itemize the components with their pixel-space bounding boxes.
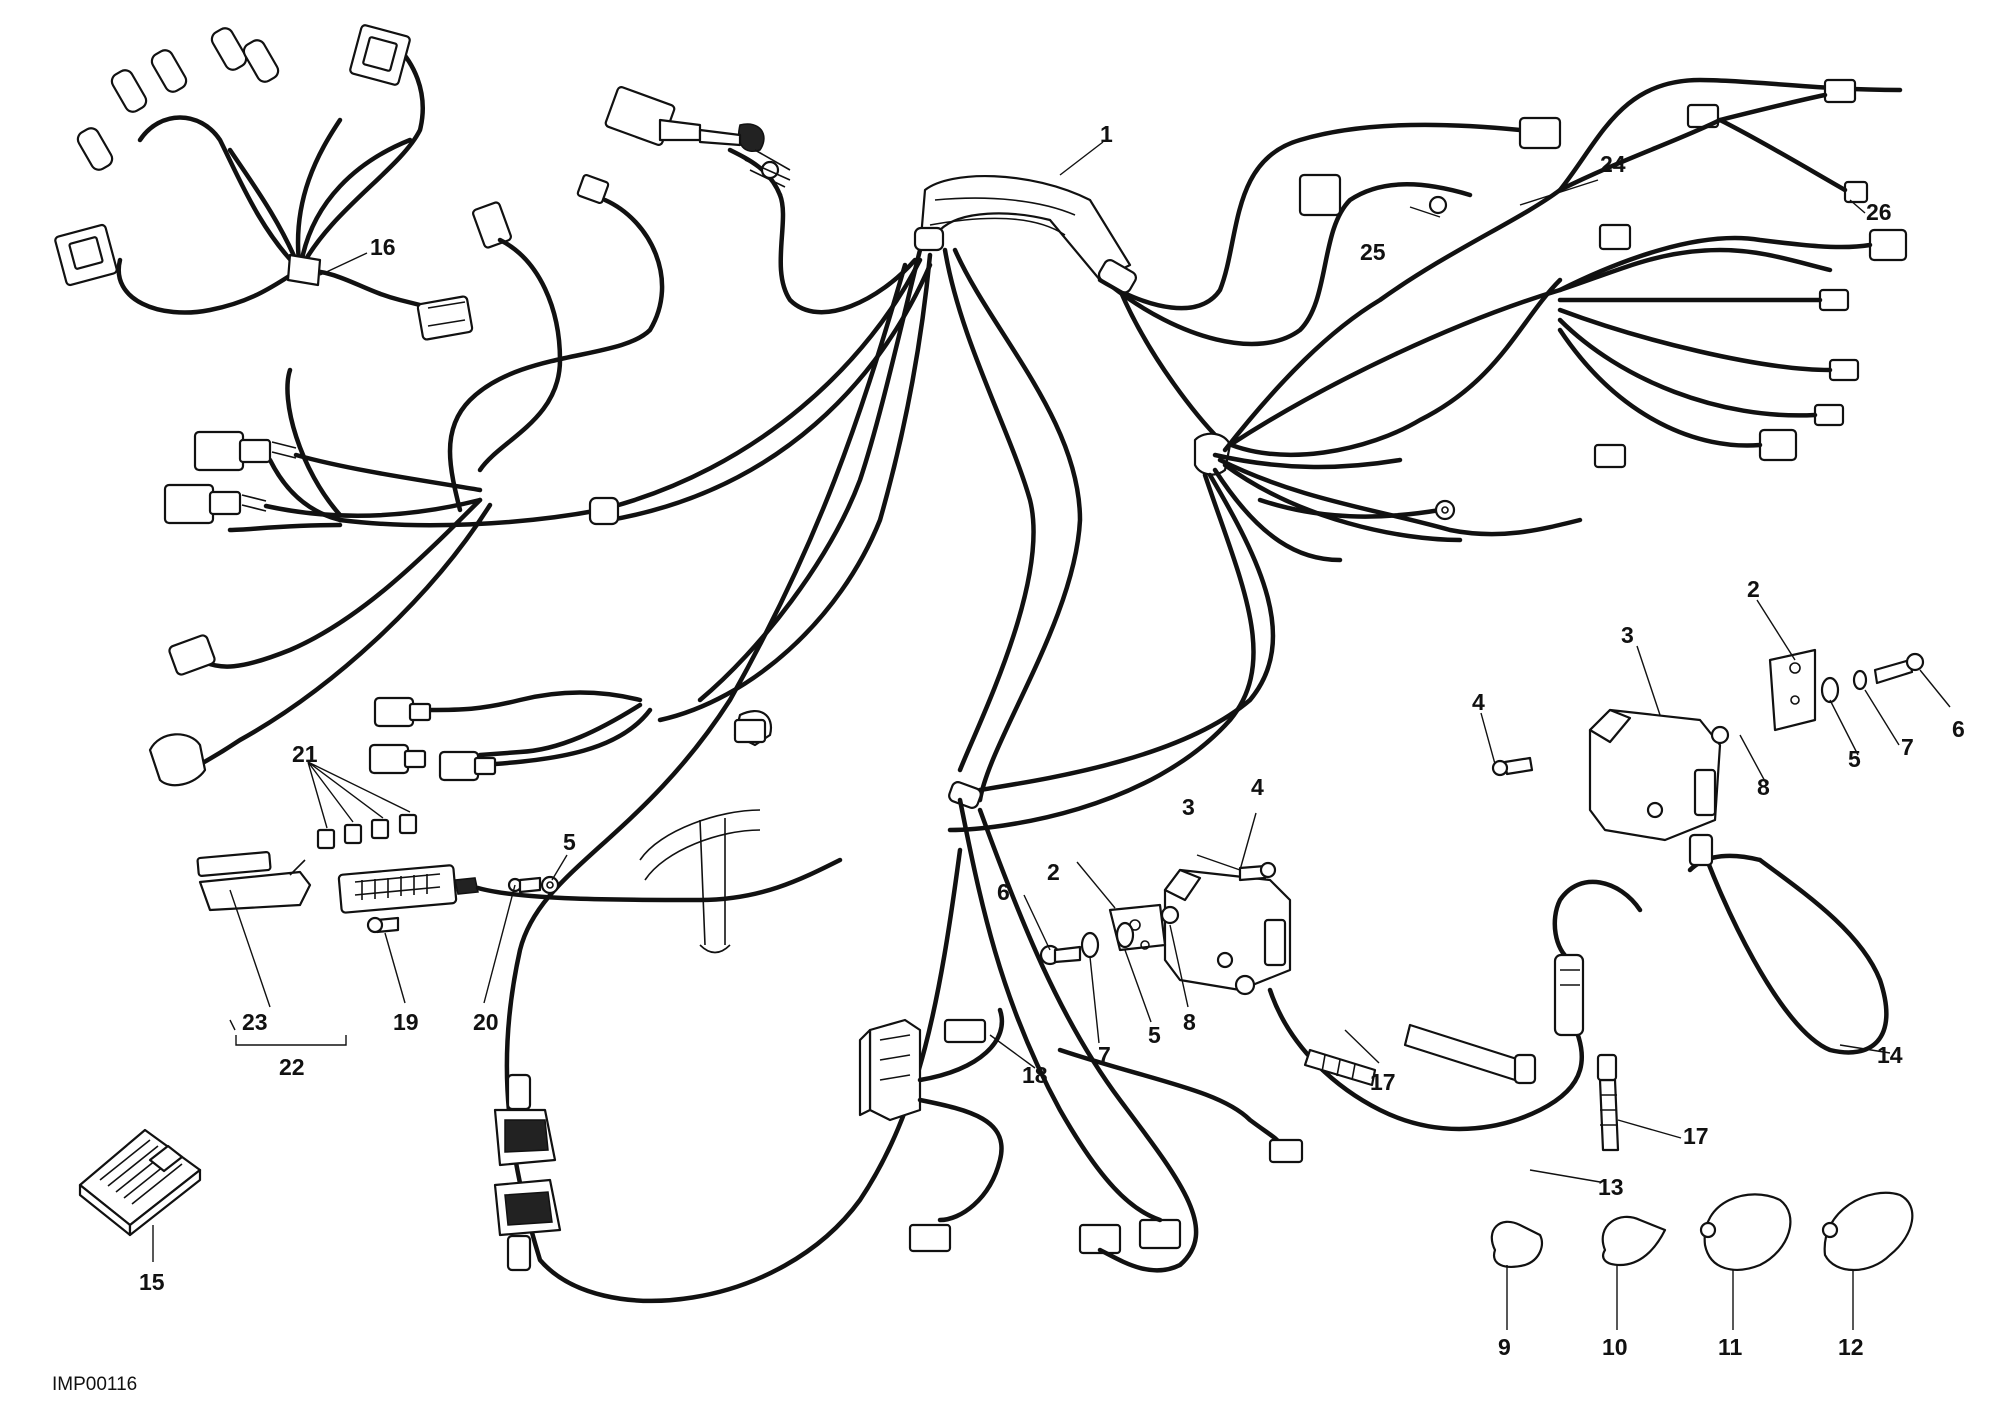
callout-15: 15 xyxy=(139,1269,165,1295)
callout-10: 10 xyxy=(1602,1334,1628,1360)
callout-4-right: 4 xyxy=(1472,689,1485,715)
callout-1: 1 xyxy=(1100,121,1113,147)
fuse-box-assembly xyxy=(196,813,843,934)
callout-25: 25 xyxy=(1360,239,1386,265)
instruction-card-15 xyxy=(78,1128,202,1237)
callout-3-center: 3 xyxy=(1182,794,1195,820)
callout-7-center: 7 xyxy=(1098,1042,1111,1068)
callout-4-center: 4 xyxy=(1251,774,1264,800)
callout-26: 26 xyxy=(1866,199,1892,225)
sub-harness-16 xyxy=(54,24,474,341)
callout-18: 18 xyxy=(1022,1062,1048,1088)
callout-8-center: 8 xyxy=(1183,1009,1196,1035)
callout-24: 24 xyxy=(1600,151,1626,177)
drawing-code: IMP00116 xyxy=(52,1374,137,1395)
callout-7-right: 7 xyxy=(1901,734,1914,760)
callout-20: 20 xyxy=(473,1009,499,1035)
callout-8-right: 8 xyxy=(1757,774,1770,800)
main-wiring-harness xyxy=(337,77,1903,1304)
callout-2-right: 2 xyxy=(1747,576,1760,602)
callout-5-fusebox: 5 xyxy=(563,829,576,855)
callout-19: 19 xyxy=(393,1009,419,1035)
harness-sleeves xyxy=(588,226,1137,809)
callout-11: 11 xyxy=(1718,1334,1743,1360)
frame-bracket-outline xyxy=(639,809,761,954)
callout-21: 21 xyxy=(292,741,318,767)
leader-lines xyxy=(152,141,1951,1330)
callout-6-right: 6 xyxy=(1952,716,1965,742)
callout-23: 23 xyxy=(242,1009,268,1035)
left-side-connectors xyxy=(148,367,493,787)
callout-5-right: 5 xyxy=(1848,746,1861,772)
multiplug-pair xyxy=(493,1073,562,1272)
right-side-connectors xyxy=(1298,78,1908,521)
callout-labels: 1 24 25 26 16 21 5 23 22 19 20 15 3 4 2 … xyxy=(139,121,1965,1360)
callout-9: 9 xyxy=(1498,1334,1511,1360)
ignition-coil-center xyxy=(1039,861,1585,1132)
callout-16: 16 xyxy=(370,234,396,260)
callout-14: 14 xyxy=(1877,1042,1903,1068)
lower-left-connectors xyxy=(368,690,773,782)
ignition-coil-right xyxy=(1491,648,1925,1152)
callout-13: 13 xyxy=(1598,1174,1624,1200)
callout-3-right: 3 xyxy=(1621,622,1634,648)
clamps xyxy=(1490,1191,1914,1272)
callout-12: 12 xyxy=(1838,1334,1864,1360)
top-left-connectors xyxy=(447,86,791,513)
callout-17-right: 17 xyxy=(1683,1123,1709,1149)
callout-22: 22 xyxy=(279,1054,305,1080)
callout-2-center: 2 xyxy=(1047,859,1060,885)
callout-17-center: 17 xyxy=(1370,1069,1396,1095)
callout-5-center: 5 xyxy=(1148,1022,1161,1048)
callout-6-center: 6 xyxy=(997,879,1010,905)
ecu-18 xyxy=(858,797,1304,1273)
